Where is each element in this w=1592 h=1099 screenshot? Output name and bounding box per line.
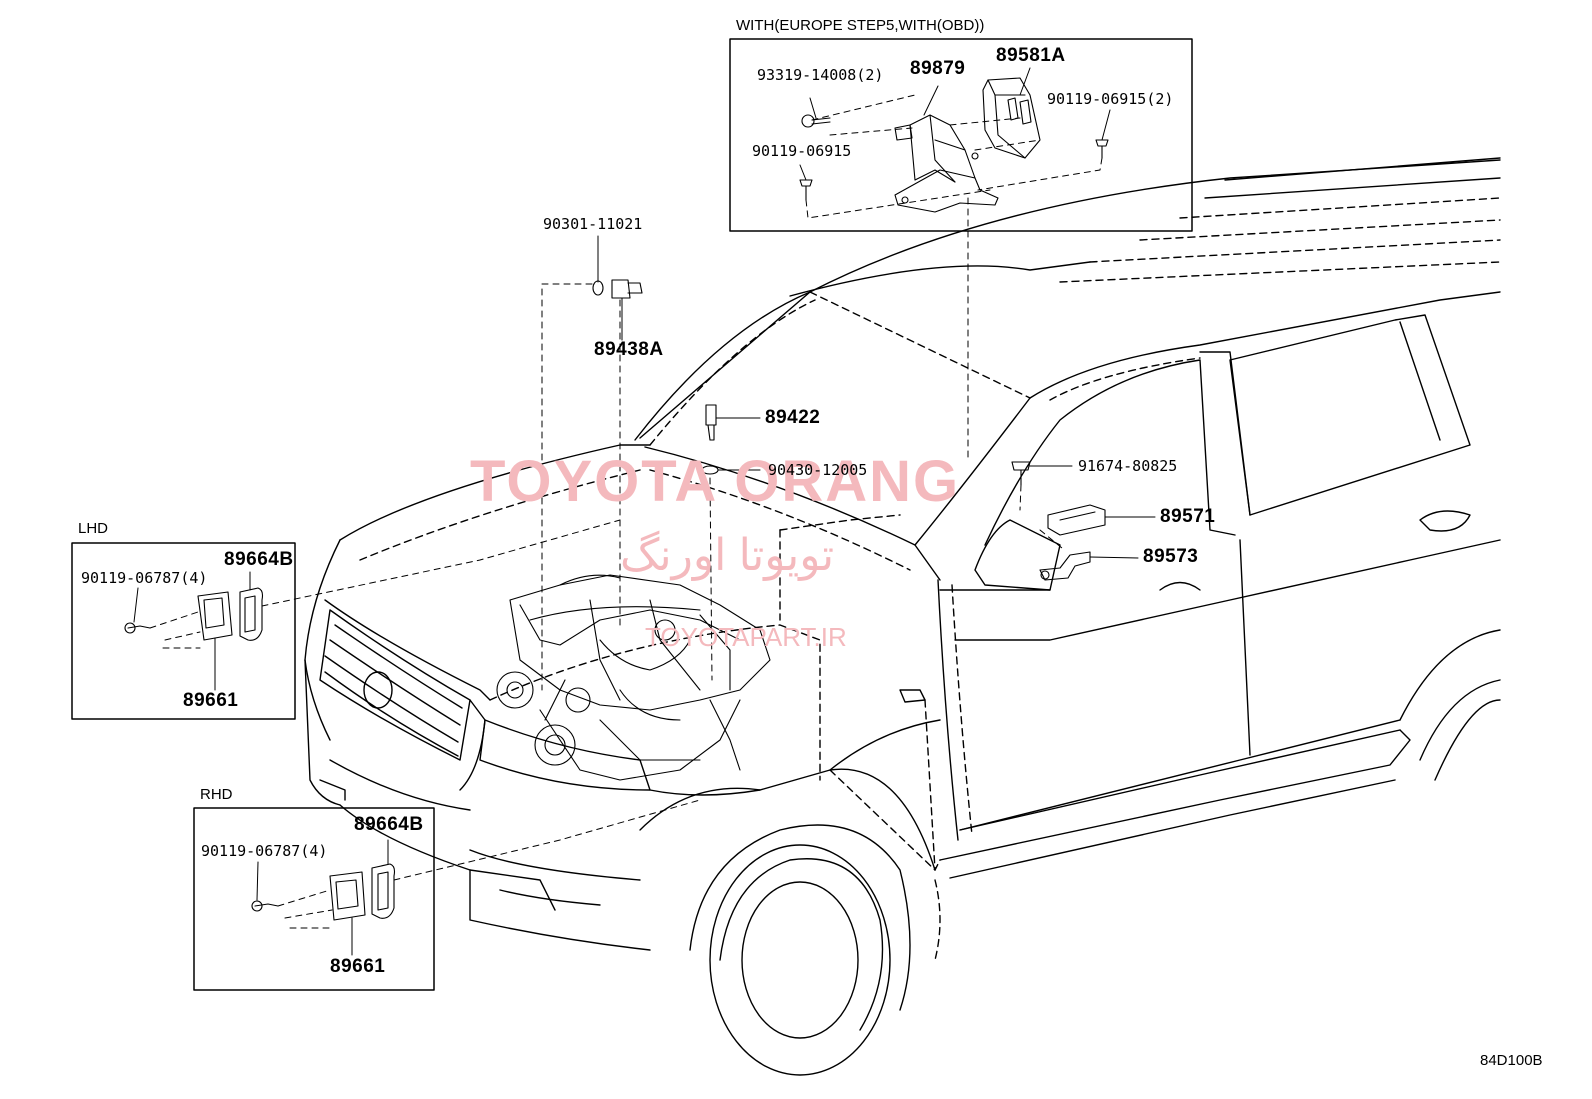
bolt-90119-06915-2-drawing bbox=[1095, 139, 1109, 159]
rhd-box bbox=[193, 807, 435, 991]
part-label-90301-11021: 90301-11021 bbox=[543, 215, 643, 233]
lhd-dash-lines bbox=[149, 519, 621, 649]
sensor-group-top bbox=[592, 279, 719, 475]
part-label-89571[interactable]: 89571 bbox=[1160, 506, 1216, 527]
watermark-site: TOYOTAPART.IR bbox=[645, 622, 847, 652]
lhd-part-label-89664b[interactable]: 89664B bbox=[224, 549, 294, 570]
option-caption: WITH(EUROPE STEP5,WITH(OBD)) bbox=[736, 17, 985, 34]
engine-sketch bbox=[496, 574, 771, 781]
lhd-box bbox=[71, 542, 296, 720]
lhd-part-label-90119-06787: 90119-06787(4) bbox=[81, 569, 208, 587]
lhd-part-label-89661[interactable]: 89661 bbox=[183, 690, 239, 711]
part-label-89573[interactable]: 89573 bbox=[1143, 546, 1199, 567]
part-label-89438a[interactable]: 89438A bbox=[594, 339, 664, 360]
lhd-caption: LHD bbox=[78, 520, 109, 537]
vehicle-outline bbox=[304, 157, 1501, 1076]
module-dash-lines bbox=[1019, 484, 1063, 549]
rhd-part-label-90119-06787: 90119-06787(4) bbox=[201, 842, 328, 860]
bolt-90119-06915-drawing bbox=[799, 179, 813, 201]
option-box bbox=[729, 38, 1193, 232]
leader-lines bbox=[133, 67, 1156, 956]
part-label-89422[interactable]: 89422 bbox=[765, 407, 821, 428]
option-dash-lines bbox=[805, 94, 1103, 461]
rhd-connector-drawing bbox=[251, 863, 396, 921]
part-label-89879[interactable]: 89879 bbox=[910, 58, 966, 79]
ecu-89581a-drawing bbox=[982, 77, 1041, 159]
bracket-89879-drawing bbox=[894, 114, 999, 213]
part-label-90119-06915: 90119-06915 bbox=[752, 142, 852, 160]
rhd-dash-lines bbox=[277, 799, 701, 929]
watermark-persian: تویوتا اورنگ bbox=[620, 531, 835, 580]
sensor-dash-lines bbox=[541, 283, 713, 691]
part-label-89581a[interactable]: 89581A bbox=[996, 45, 1066, 66]
part-label-90119-06915-qty2: 90119-06915(2) bbox=[1047, 90, 1174, 108]
lhd-connector-drawing bbox=[124, 587, 264, 641]
part-label-93319-14008: 93319-14008(2) bbox=[757, 66, 884, 84]
part-label-91674-80825: 91674-80825 bbox=[1078, 457, 1178, 475]
module-group-side bbox=[1011, 461, 1106, 581]
part-label-90430-12005: 90430-12005 bbox=[768, 461, 868, 479]
rhd-part-label-89661[interactable]: 89661 bbox=[330, 956, 386, 977]
diagram-code: 84D100B bbox=[1480, 1052, 1543, 1069]
rhd-part-label-89664b[interactable]: 89664B bbox=[354, 814, 424, 835]
rhd-caption: RHD bbox=[200, 786, 233, 803]
watermark-latin: TOYOTA ORANG bbox=[470, 449, 961, 514]
